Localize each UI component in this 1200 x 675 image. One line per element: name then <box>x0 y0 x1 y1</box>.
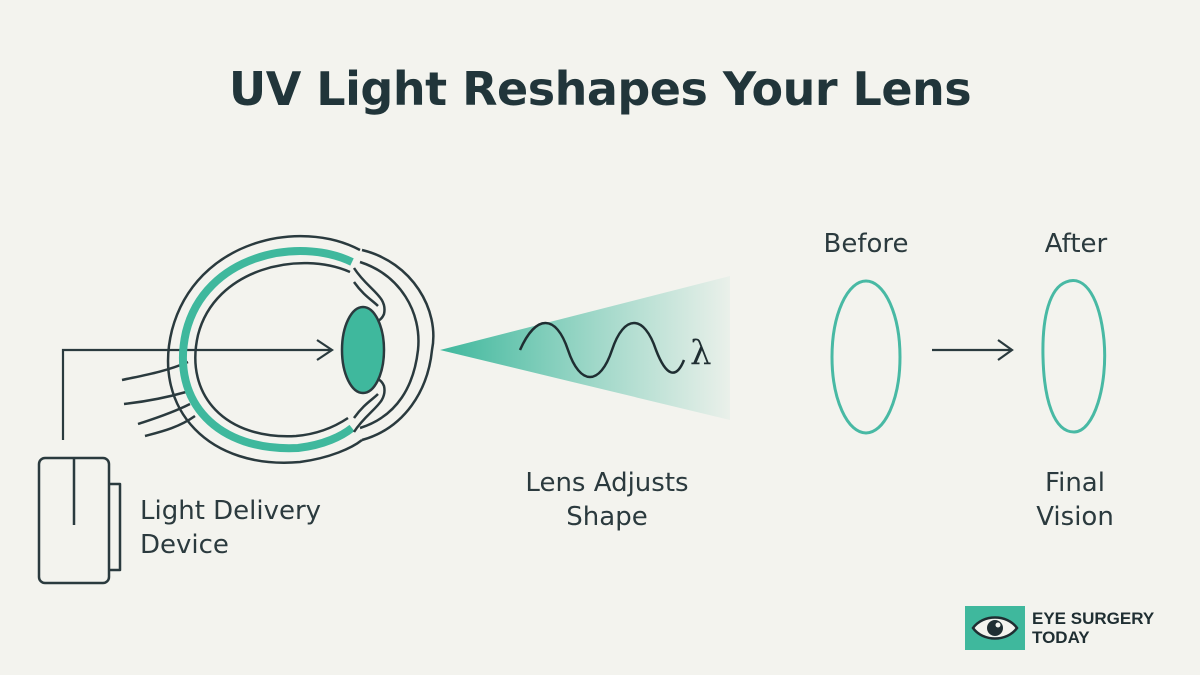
logo-line2: TODAY <box>1032 628 1090 647</box>
adjust-label-line1: Lens Adjusts <box>525 468 689 498</box>
lens-after-shape <box>1041 279 1107 434</box>
before-after-arrow <box>932 339 1014 361</box>
optic-nerve <box>121 360 189 382</box>
light-path-arrow <box>61 339 334 440</box>
uv-light-beam <box>440 276 730 420</box>
final-vision-label: Final Vision <box>1010 466 1140 534</box>
lens-before-shape <box>830 279 902 435</box>
eye-diagram <box>121 234 435 464</box>
wavelength-symbol: λ <box>690 333 712 373</box>
eye-lens <box>340 305 386 395</box>
cornea <box>361 248 435 442</box>
page-title: UV Light Reshapes Your Lens <box>228 62 972 116</box>
adjust-label-line2: Shape <box>566 502 648 532</box>
logo-wordmark: EYE SURGERY TODAY <box>1032 609 1154 647</box>
sclera <box>166 234 363 464</box>
logo-line1: EYE SURGERY <box>1032 609 1155 628</box>
after-label: After <box>1044 229 1108 259</box>
retina <box>178 247 355 453</box>
final-label-line1: Final <box>1045 468 1105 498</box>
lens-adjusts-label: Lens Adjusts Shape <box>500 466 714 534</box>
uv-wave <box>518 321 686 379</box>
device-label-line2: Device <box>140 530 229 560</box>
device-label-line1: Light Delivery <box>140 496 322 526</box>
light-delivery-device-label: Light Delivery Device <box>140 494 321 562</box>
before-label: Before <box>823 229 909 259</box>
final-label-line2: Vision <box>1036 502 1114 532</box>
logo-eye-icon <box>965 606 1025 650</box>
light-device-icon <box>37 456 122 585</box>
